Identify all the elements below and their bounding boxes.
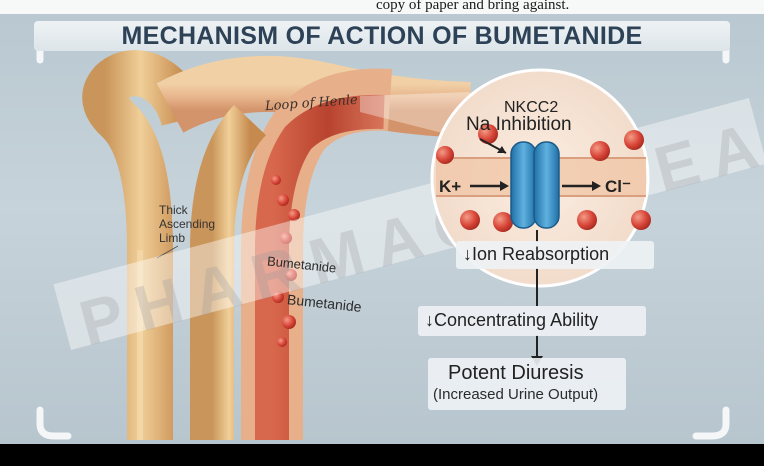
urine-output-subtitle: (Increased Urine Output) bbox=[433, 386, 598, 403]
concentrating-ability-step: ↓Concentrating Ability bbox=[425, 310, 598, 331]
chloride-label: Cl⁻ bbox=[605, 177, 631, 197]
potent-diuresis-title: Potent Diuresis bbox=[448, 362, 584, 385]
na-inhibition-label: Na Inhibition bbox=[466, 114, 572, 136]
potassium-label: K+ bbox=[439, 177, 461, 197]
bottom-black-bar bbox=[0, 444, 764, 466]
thick-ascending-limb-label: Thick Ascending Limb bbox=[159, 203, 215, 245]
ion-reabsorption-step: ↓Ion Reabsorption bbox=[463, 244, 609, 265]
